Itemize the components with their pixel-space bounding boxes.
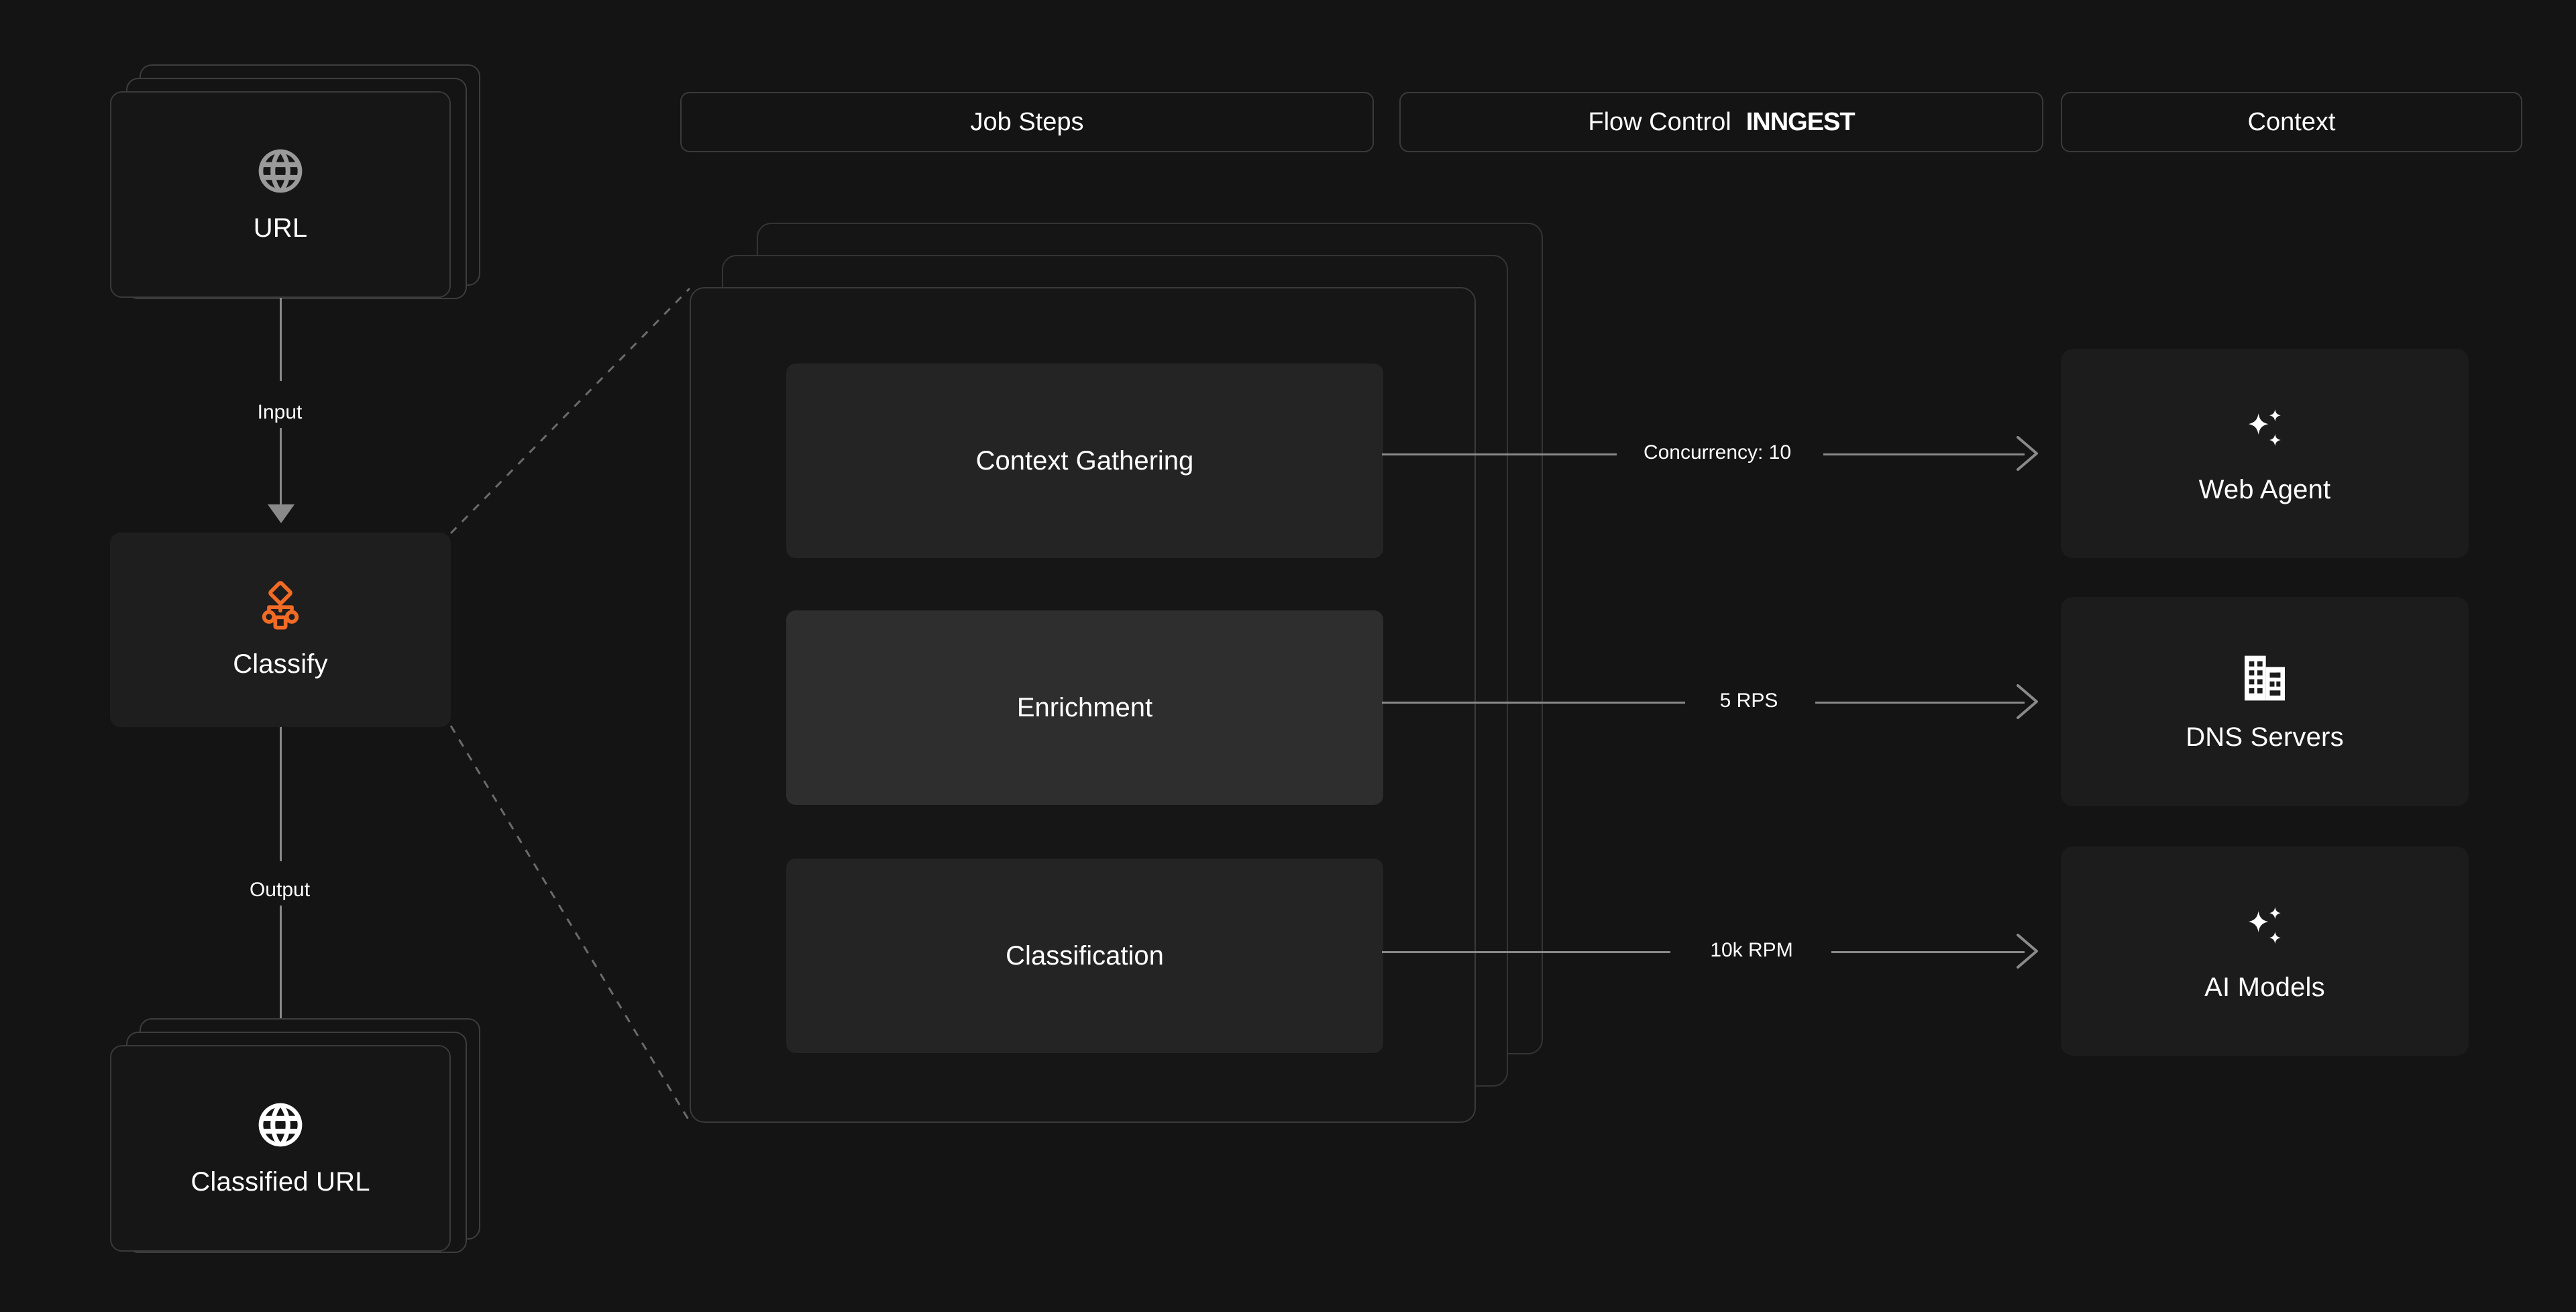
connector-line-concurrency-left: [1382, 453, 1617, 455]
step-card-classification[interactable]: Classification: [786, 859, 1383, 1053]
resource-card-label: Web Agent: [2198, 474, 2331, 504]
classified-url-node-label: Classified URL: [191, 1166, 370, 1197]
connector-arrow-icon: [2017, 934, 2038, 969]
output-connector-line-bottom: [280, 906, 282, 1023]
tab-job-steps-label: Job Steps: [970, 107, 1084, 136]
inngest-logo: INNGEST: [1746, 107, 1856, 136]
step-card-context-gathering[interactable]: Context Gathering: [786, 364, 1383, 558]
resource-card-label: DNS Servers: [2186, 722, 2344, 752]
classified-url-node[interactable]: Classified URL: [110, 1045, 451, 1252]
sparkles-icon: [2237, 402, 2292, 457]
step-label: Classification: [1006, 940, 1164, 971]
resource-card-web-agent[interactable]: Web Agent: [2061, 349, 2469, 558]
output-edge-label: Output: [249, 879, 311, 901]
job-steps-panel[interactable]: Context Gathering Enrichment Classificat…: [690, 287, 1476, 1123]
globe-icon: [256, 146, 305, 196]
tab-context[interactable]: Context: [2061, 92, 2522, 152]
tab-flow-control[interactable]: Flow Control INNGEST: [1399, 92, 2043, 152]
classify-node-label: Classify: [233, 649, 328, 679]
step-card-enrichment[interactable]: Enrichment: [786, 610, 1383, 805]
workflow-hierarchy-icon: [254, 580, 307, 635]
connector-line-rpm-right: [1831, 951, 2025, 953]
tab-context-label: Context: [2247, 107, 2336, 136]
classify-node[interactable]: Classify: [110, 533, 451, 727]
sparkles-icon: [2237, 900, 2292, 955]
url-node-label: URL: [253, 213, 308, 243]
input-connector-line-top: [280, 298, 282, 381]
connector-line-concurrency-right: [1823, 453, 2025, 455]
connector-label-rps: 5 RPS: [1719, 690, 1778, 712]
step-label: Context Gathering: [975, 445, 1194, 476]
resource-card-label: AI Models: [2204, 972, 2325, 1002]
url-node[interactable]: URL: [110, 91, 451, 298]
connector-arrow-icon: [2017, 684, 2038, 719]
connector-label-rpm: 10k RPM: [1710, 939, 1793, 961]
connector-arrow-icon: [2017, 436, 2038, 471]
output-connector-line-top: [280, 727, 282, 861]
resource-card-dns-servers[interactable]: DNS Servers: [2061, 597, 2469, 806]
connector-line-rpm-left: [1382, 951, 1670, 953]
connector-label-concurrency: Concurrency: 10: [1643, 441, 1792, 463]
tab-flow-control-label: Flow Control: [1588, 107, 1731, 136]
connector-line-rps-right: [1815, 702, 2025, 704]
connector-line-rps-left: [1382, 702, 1685, 704]
step-label: Enrichment: [1016, 692, 1153, 722]
tab-job-steps[interactable]: Job Steps: [680, 92, 1374, 152]
resource-card-ai-models[interactable]: AI Models: [2061, 846, 2469, 1056]
building-icon: [2238, 651, 2292, 705]
input-arrow-icon: [268, 504, 294, 523]
globe-icon: [256, 1100, 305, 1150]
input-connector-line-bottom: [280, 428, 282, 508]
input-edge-label: Input: [257, 401, 303, 423]
